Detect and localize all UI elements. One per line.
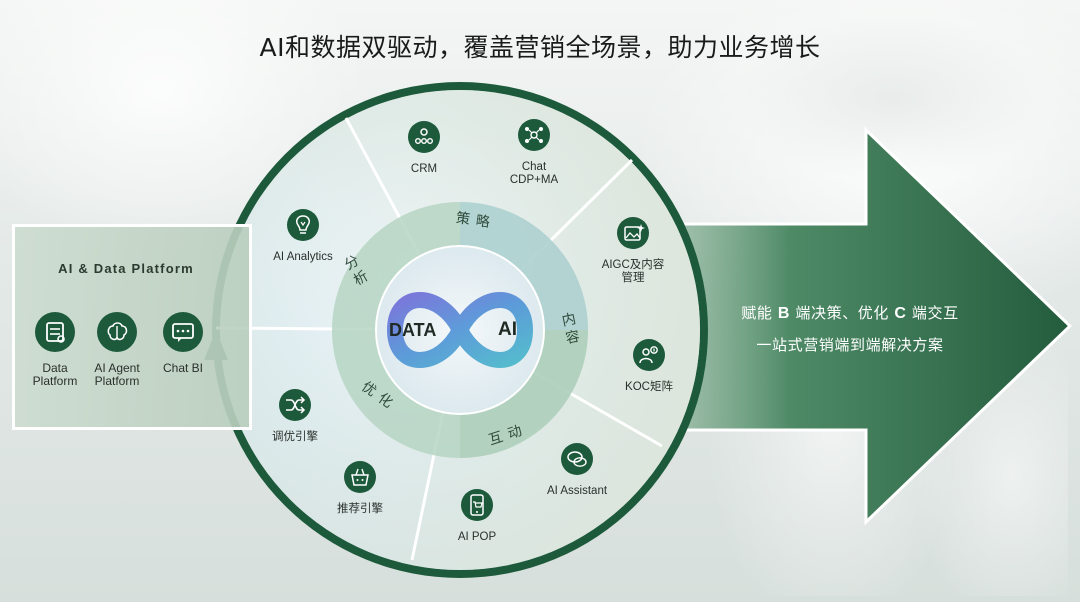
users-icon — [633, 339, 665, 371]
node-label: AI Assistant — [546, 485, 608, 497]
node-aigc[interactable]: AIGC及内容 管理 — [578, 216, 688, 285]
arrow-text-part: 端决策、优化 — [790, 304, 895, 322]
node-cdp[interactable]: Chat CDP+MA — [479, 118, 589, 187]
infinity-logo-icon — [386, 292, 534, 368]
node-koc[interactable]: KOC矩阵 — [594, 338, 704, 394]
crm-people-icon — [408, 121, 440, 153]
node-recommend[interactable]: 推荐引擎 — [305, 460, 415, 516]
node-label: CRM — [410, 163, 438, 175]
image-sparkle-icon — [617, 217, 649, 249]
lightbulb-icon — [287, 209, 319, 241]
node-label: AI POP — [457, 531, 497, 543]
node-label: CDP+MA — [509, 174, 559, 186]
logo-ai-text: AI — [498, 319, 517, 340]
network-icon — [518, 119, 550, 151]
left-platform-band: AI & Data Platform Data Platform AI Agen… — [12, 224, 252, 430]
platform-item-label: Platform — [94, 374, 140, 388]
platform-item-agent[interactable]: AI Agent Platform — [77, 311, 157, 388]
node-label: AI Analytics — [273, 251, 333, 263]
node-label: AIGC及内容 — [601, 259, 665, 271]
node-label: 推荐引擎 — [337, 503, 383, 515]
shuffle-icon — [279, 389, 311, 421]
arrow-text-line1: 赋能 B 端决策、优化 C 端交互 — [700, 302, 1000, 323]
platform-item-label: Platform — [32, 374, 78, 388]
platform-item-label: Chat BI — [162, 361, 204, 375]
arrow-text-c: C — [894, 305, 907, 322]
platform-item-data[interactable]: Data Platform — [15, 311, 95, 388]
arrow-text-b: B — [777, 305, 791, 322]
chat-bubble-icon — [163, 312, 203, 352]
node-tuning[interactable]: 调优引擎 — [240, 388, 350, 444]
logo-data-text: DATA — [389, 320, 437, 340]
brain-icon — [97, 312, 137, 352]
arrow-text-part: 赋能 — [741, 304, 778, 322]
node-label: KOC矩阵 — [625, 381, 673, 393]
node-assistant[interactable]: AI Assistant — [522, 442, 632, 498]
platform-item-label: Data — [42, 361, 68, 375]
node-crm[interactable]: CRM — [369, 120, 479, 176]
node-label: Chat — [521, 161, 547, 173]
node-pop[interactable]: AI POP — [422, 488, 532, 544]
platform-title: AI & Data Platform — [58, 261, 194, 276]
node-label: 管理 — [621, 272, 645, 284]
phone-cart-icon — [461, 489, 493, 521]
arrow-text-line2: 一站式营销端到端解决方案 — [756, 336, 944, 354]
arrow-text-part: 端交互 — [906, 304, 959, 322]
page-title: AI和数据双驱动，覆盖营销全场景，助力业务增长 — [259, 33, 821, 62]
platform-item-chatbi[interactable]: Chat BI — [143, 311, 223, 375]
data-platform-icon — [35, 312, 75, 352]
chat-icon — [561, 443, 593, 475]
node-analytics[interactable]: AI Analytics — [248, 208, 358, 264]
platform-item-label: AI Agent — [94, 361, 140, 375]
node-label: 调优引擎 — [272, 431, 318, 443]
basket-icon — [344, 461, 376, 493]
